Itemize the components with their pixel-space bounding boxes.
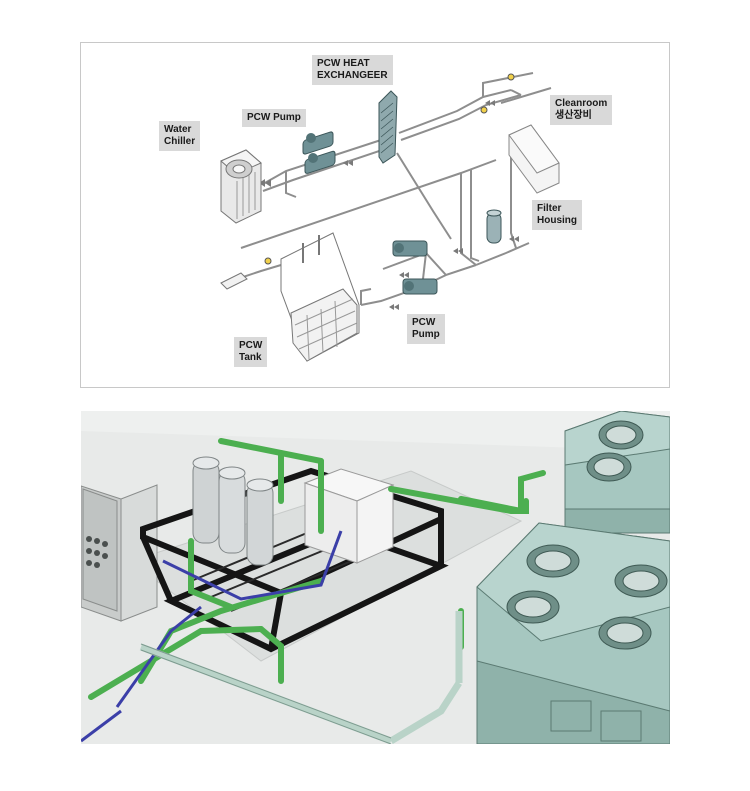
pcw-schematic-panel: Water Chiller PCW Pump PCW HEAT EXCHANGE…	[80, 42, 670, 388]
cleanroom-equipment-box	[508, 124, 560, 194]
label-filter-housing: Filter Housing	[532, 200, 582, 230]
dry-cooler-upper	[564, 411, 670, 534]
label-pcw-heat-exchanger: PCW HEAT EXCHANGEER	[312, 55, 393, 85]
ground-pipe-network	[139, 611, 463, 744]
pcw-pump-top-assembly	[302, 131, 336, 174]
pcw-heat-exchanger-unit	[378, 90, 398, 164]
pcw-schematic-drawing	[220, 72, 560, 362]
label-water-chiller: Water Chiller	[159, 121, 201, 151]
pipe-long-diagonal	[240, 159, 497, 249]
control-panel-cabinet	[81, 484, 158, 622]
blue-pipe-network	[81, 530, 343, 743]
pcw-3d-render-drawing	[81, 411, 670, 744]
filter-vessels-3d	[192, 456, 274, 566]
label-pcw-tank: PCW Tank	[234, 337, 268, 367]
pcw-tank-unit	[280, 232, 360, 362]
label-pcw-pump-top: PCW Pump	[242, 109, 306, 127]
pcw-inlet-tag	[220, 272, 248, 290]
skid-frame	[140, 467, 449, 653]
label-pcw-pump-bottom: PCW Pump	[407, 314, 445, 344]
water-chiller-unit	[220, 149, 262, 224]
label-cleanroom: Cleanroom 생산장비	[550, 95, 613, 125]
green-pipe-network	[88, 438, 546, 700]
pcw-3d-render-panel	[81, 411, 670, 744]
dry-cooler-lower	[476, 522, 670, 744]
filter-housing-unit	[486, 209, 502, 244]
pcw-pump-bottom-assembly	[392, 240, 438, 295]
